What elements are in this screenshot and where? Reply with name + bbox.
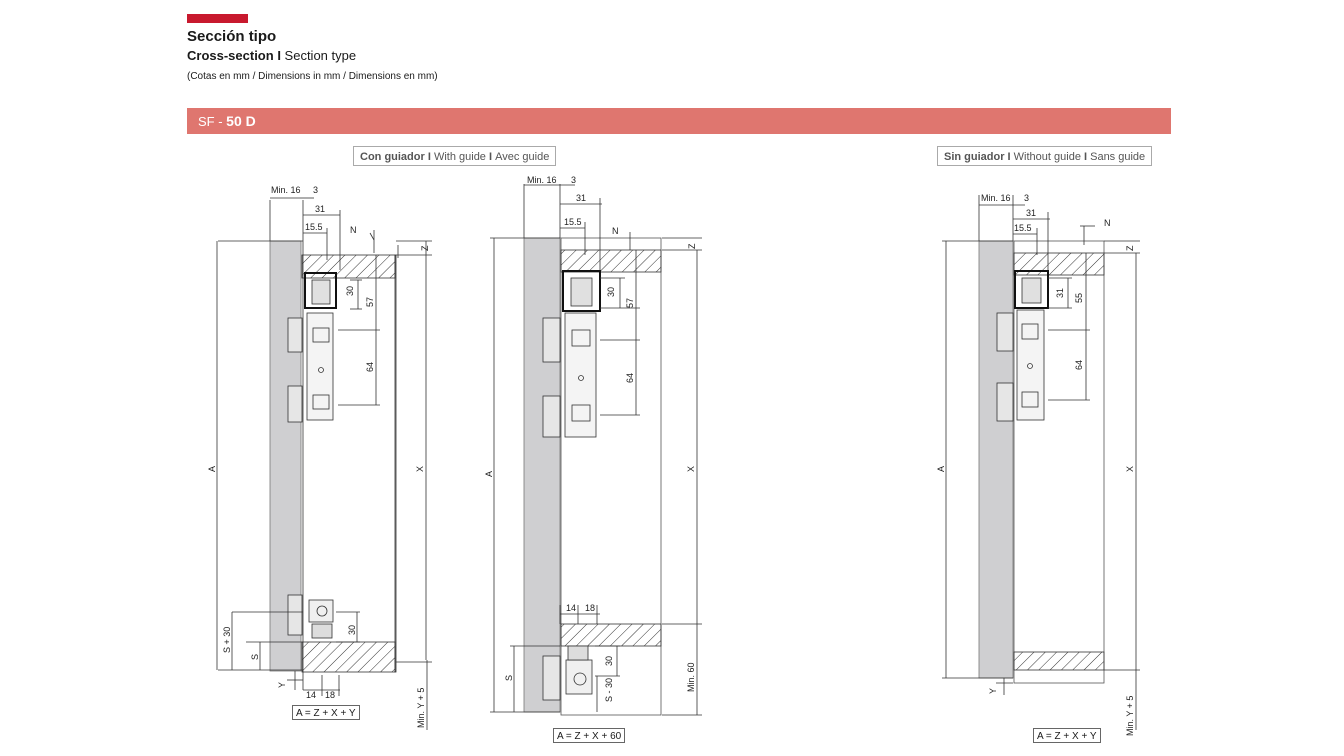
d1-S: S: [250, 654, 260, 660]
door-panel-2: [523, 237, 561, 713]
diagram-1-with-guide: [216, 197, 432, 730]
model-name: 50 D: [226, 113, 256, 129]
d3-d64: 64: [1074, 360, 1084, 370]
d1-min16: Min. 16: [271, 185, 301, 195]
title-accent-bar: [187, 14, 248, 23]
diagram-2-labels: Min. 16 3 31 15.5 N Z 30 57 64 A X 14 18…: [484, 175, 697, 702]
d2-min16: Min. 16: [527, 175, 557, 185]
ceiling-hatch-2: [560, 249, 662, 273]
subtitle-separator: I: [273, 48, 285, 63]
d2-d3: 3: [571, 175, 576, 185]
without-guide-sep1: I: [1004, 151, 1014, 163]
with-guide-tag: Con guiador I With guide I Avec guide: [353, 146, 557, 166]
d1-miny5: Min. Y + 5: [416, 688, 426, 728]
d3-N: N: [1104, 218, 1111, 228]
with-guide-sep1: I: [424, 151, 434, 163]
with-guide-sep2: I: [485, 151, 496, 163]
d1-d64: 64: [365, 362, 375, 372]
formula-2: A = Z + X + 60: [553, 728, 626, 743]
page-subtitle: Cross-section I Section type: [187, 48, 356, 63]
d2-d18: 18: [585, 603, 595, 613]
with-guide-fr: Avec guide: [495, 151, 550, 163]
d1-Z: Z: [420, 245, 430, 251]
d3-d31b: 31: [1055, 288, 1065, 298]
track-3: [1014, 270, 1049, 309]
track-1: [304, 272, 337, 309]
d3-d3: 3: [1024, 193, 1029, 203]
formula-3: A = Z + X + Y: [1033, 728, 1101, 743]
d2-A: A: [484, 471, 494, 477]
door-panel-3: [978, 240, 1014, 679]
d3-Z: Z: [1125, 245, 1135, 251]
d1-d18: 18: [325, 690, 335, 700]
d1-d3: 3: [313, 185, 318, 195]
d1-A: A: [207, 466, 217, 472]
model-prefix: SF -: [198, 114, 227, 129]
d3-d155: 15.5: [1014, 223, 1032, 233]
without-guide-bold: Sin guiador: [944, 151, 1005, 163]
formula-1: A = Z + X + Y: [292, 705, 360, 720]
d1-d57: 57: [365, 297, 375, 307]
d1-d31: 31: [315, 204, 325, 214]
without-guide-en: Without guide: [1013, 151, 1081, 163]
d1-d155: 15.5: [305, 222, 323, 232]
diagram-3-without-guide: [942, 195, 1140, 730]
d1-d14: 14: [306, 690, 316, 700]
floor-hatch-1: [301, 641, 396, 673]
track-2: [562, 270, 601, 312]
d1-d30b: 30: [347, 625, 357, 635]
ceiling-hatch-1: [301, 254, 396, 279]
d2-d57: 57: [625, 298, 635, 308]
d3-miny5: Min. Y + 5: [1125, 696, 1135, 736]
diagram-2-with-guide: [490, 184, 702, 716]
d3-Y: Y: [988, 688, 998, 694]
floor-hatch-2: [560, 623, 662, 647]
d2-min60: Min. 60: [686, 662, 696, 692]
d3-d31: 31: [1026, 208, 1036, 218]
d2-S: S: [504, 675, 514, 681]
with-guide-bold: Con guiador: [360, 151, 425, 163]
d2-Z: Z: [687, 243, 697, 249]
d3-X: X: [1125, 466, 1135, 472]
d1-N: N: [350, 225, 357, 235]
d2-d155: 15.5: [564, 217, 582, 227]
d3-d55: 55: [1074, 293, 1084, 303]
d1-Y: Y: [277, 682, 287, 688]
subtitle-bold: Cross-section: [187, 48, 274, 63]
diagram-3-labels: Min. 16 3 31 15.5 N Z 31 55 64 A X Y Min…: [936, 193, 1135, 736]
d1-s30: S + 30: [222, 627, 232, 653]
d2-d30: 30: [606, 287, 616, 297]
d2-d64: 64: [625, 373, 635, 383]
dimensions-note: (Cotas en mm / Dimensions in mm / Dimens…: [187, 71, 438, 82]
page-title: Sección tipo: [187, 28, 277, 45]
d1-d30: 30: [345, 286, 355, 296]
without-guide-fr: Sans guide: [1090, 151, 1146, 163]
diagram-1-labels: Min. 16 3 31 15.5 N Z 30 57 64 A X S + 3…: [207, 185, 430, 728]
without-guide-tag: Sin guiador I Without guide I Sans guide: [937, 146, 1153, 166]
subtitle-rest: Section type: [284, 48, 357, 63]
with-guide-en: With guide: [433, 151, 486, 163]
d2-N: N: [612, 226, 619, 236]
d2-d31: 31: [576, 193, 586, 203]
floor-hatch-3: [1013, 651, 1105, 671]
d1-X: X: [415, 466, 425, 472]
ceiling-hatch-3: [1013, 252, 1105, 276]
d2-s30: S - 30: [604, 678, 614, 702]
d2-d30b: 30: [604, 656, 614, 666]
model-band: SF - 50 D: [187, 108, 1171, 134]
d3-min16: Min. 16: [981, 193, 1011, 203]
d2-X: X: [686, 466, 696, 472]
without-guide-sep2: I: [1080, 151, 1091, 163]
d3-A: A: [936, 466, 946, 472]
d2-d14: 14: [566, 603, 576, 613]
